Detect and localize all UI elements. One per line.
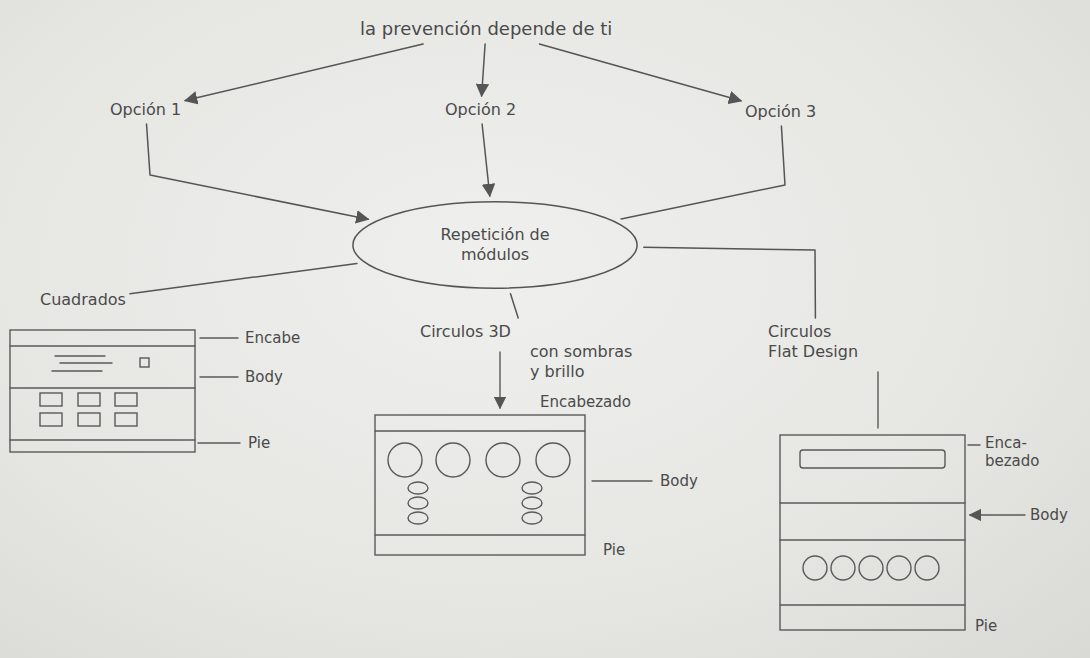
page-frame: [780, 435, 965, 630]
small-circle: [522, 497, 542, 509]
header-divider: [10, 345, 195, 346]
part-label: Body: [245, 368, 283, 386]
page-frame: [375, 415, 585, 555]
node-text: Opción 1: [110, 100, 181, 120]
text-line: [60, 362, 112, 363]
part-label: Pie: [248, 434, 270, 452]
node-text: Circulos 3D: [420, 322, 638, 342]
node-text: la prevención depende de ti: [360, 18, 612, 40]
connector-arrow: [147, 124, 369, 219]
connector-arrow: [185, 44, 423, 101]
part-label: Encabe: [245, 329, 300, 347]
small-circle: [408, 497, 428, 509]
node-subtext: con sombras y brillo: [530, 342, 638, 382]
part-label: Pie: [975, 617, 997, 635]
text-line: [55, 355, 105, 356]
circle-module-3d: [436, 443, 470, 477]
connector-arrow: [539, 44, 741, 101]
small-circle: [408, 482, 428, 494]
small-circle: [522, 512, 542, 524]
square-module: [115, 393, 137, 406]
connector-line: [621, 126, 785, 219]
variant-heading: Cuadrados: [40, 290, 126, 310]
footer-divider: [780, 604, 965, 605]
leader-line: [592, 480, 652, 481]
leader-line: [200, 337, 238, 338]
flat-circle: [803, 556, 827, 580]
node-text: Opción 3: [745, 102, 816, 122]
node-text: Cuadrados: [40, 290, 126, 310]
connector-arrow: [482, 44, 486, 96]
square-module: [78, 413, 100, 426]
flat-circle: [915, 556, 939, 580]
small-square: [140, 358, 149, 367]
root-note: la prevención depende de ti: [360, 18, 612, 40]
connector-line: [130, 263, 357, 293]
body-divider: [10, 387, 195, 388]
option-node: Opción 1: [110, 100, 181, 120]
header-divider: [375, 430, 585, 431]
leader-line: [200, 376, 238, 377]
square-module: [40, 413, 62, 426]
node-text: Circulos Flat Design: [768, 322, 863, 362]
central-ellipse: Repetición de módulos: [350, 200, 640, 290]
option-node: Opción 3: [745, 102, 816, 122]
leader-line: [198, 442, 240, 443]
circle-module-3d: [536, 443, 570, 477]
small-circle: [408, 512, 428, 524]
flat-circle: [831, 556, 855, 580]
circle-module-3d: [486, 443, 520, 477]
footer-divider: [10, 439, 195, 440]
flat-circle: [887, 556, 911, 580]
page-frame: [10, 330, 195, 452]
square-module: [115, 413, 137, 426]
connector-line: [511, 294, 519, 318]
part-label: Encabezado: [540, 393, 631, 411]
variant-heading: Circulos 3Dcon sombras y brillo: [420, 322, 638, 382]
node-text: Opción 2: [445, 100, 516, 120]
ellipse-stroke: [353, 202, 637, 288]
header-bar: [800, 450, 945, 468]
part-label: Body: [1030, 506, 1068, 524]
option-node: Opción 2: [445, 100, 516, 120]
leader-line: [968, 444, 980, 445]
part-label: Enca- bezado: [985, 434, 1047, 470]
small-circle: [522, 482, 542, 494]
connector-stroke: [877, 372, 878, 428]
part-label: Body: [660, 472, 698, 490]
square-module: [40, 393, 62, 406]
square-module: [78, 393, 100, 406]
part-label: Pie: [603, 541, 625, 559]
header-divider: [780, 502, 965, 503]
footer-divider: [375, 534, 585, 535]
connector-arrow: [482, 124, 490, 196]
pointer-arrow: [499, 352, 500, 408]
circle-module-3d: [388, 443, 422, 477]
node-text: Repetición de módulos: [420, 225, 570, 265]
pointer-arrow: [970, 514, 1025, 515]
text-line: [52, 370, 102, 371]
flat-circle: [859, 556, 883, 580]
body-divider: [780, 539, 965, 540]
variant-heading: Circulos Flat Design: [768, 322, 863, 362]
connector-line: [644, 247, 816, 318]
